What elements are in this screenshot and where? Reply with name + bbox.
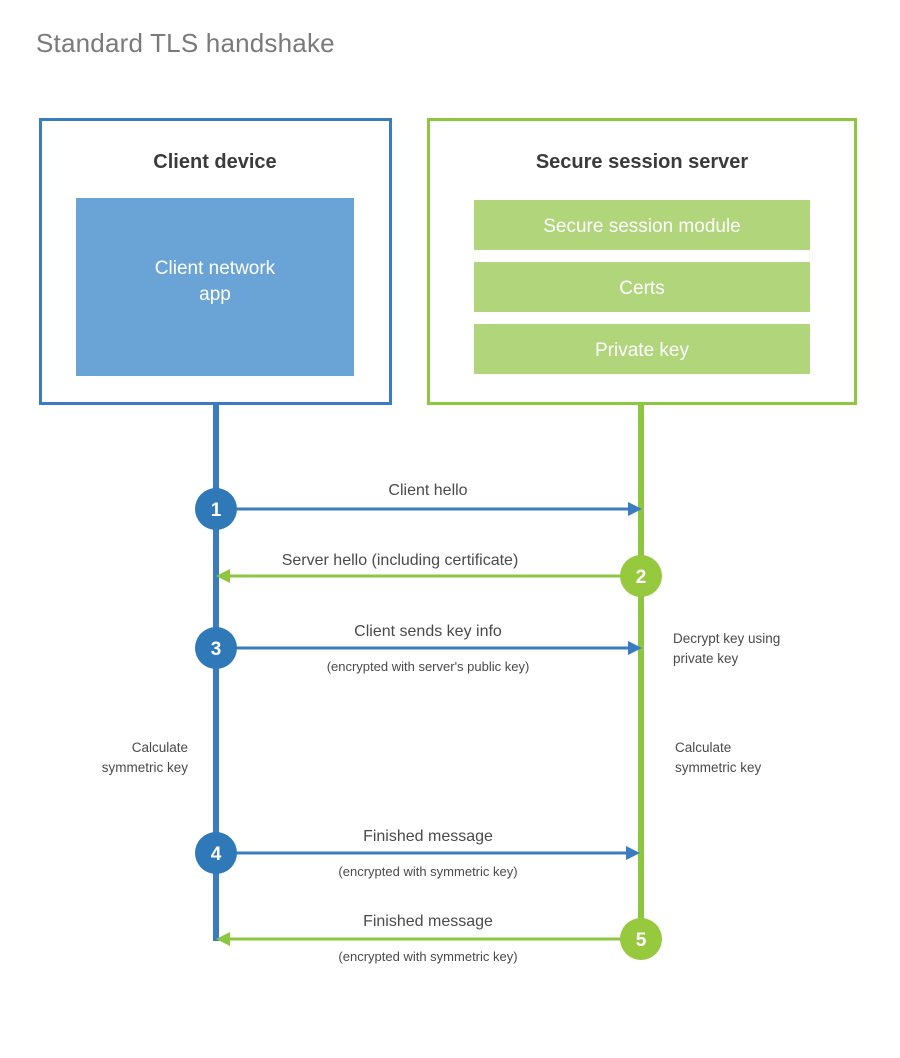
message-3-label: Client sends key info (354, 623, 502, 640)
annotation-client-calc-line1: Calculate (132, 740, 188, 755)
message-4-arrowhead (626, 846, 640, 860)
message-5-label: Finished message (363, 913, 493, 930)
secure-session-module-label: Secure session module (543, 216, 741, 237)
step-badge-5 (620, 918, 662, 960)
step-badge-2 (620, 555, 662, 597)
server-lifeline (638, 403, 644, 941)
step-badge-2-number: 2 (636, 567, 647, 588)
message-5-sublabel: (encrypted with symmetric key) (338, 949, 517, 964)
annotation-server-calc-line2: symmetric key (675, 760, 762, 775)
step-badge-1-number: 1 (211, 500, 222, 521)
step-badge-4 (195, 832, 237, 874)
annotation-server-calc-line1: Calculate (675, 740, 731, 755)
secure-session-server-node: Secure session server Secure session mod… (427, 118, 857, 405)
private-key-label: Private key (595, 340, 689, 361)
message-2-arrowhead (216, 569, 230, 583)
page-title: Standard TLS handshake (36, 28, 335, 58)
message-1-label: Client hello (388, 482, 467, 499)
step-badge-1 (195, 488, 237, 530)
client-lifeline (213, 403, 219, 941)
annotation-client-calc-line2: symmetric key (102, 760, 189, 775)
message-3-arrowhead (628, 641, 642, 655)
client-device-node: Client device Client network app (39, 118, 392, 405)
message-2-label: Server hello (including certificate) (282, 552, 519, 569)
message-3: Client sends key info 3 (encrypted with … (195, 623, 642, 674)
step-badge-3 (195, 627, 237, 669)
step-badge-3-number: 3 (211, 639, 222, 660)
message-3-sublabel: (encrypted with server's public key) (327, 659, 530, 674)
client-network-app-box (76, 198, 354, 376)
message-2: Server hello (including certificate) 2 (216, 552, 662, 597)
annotation-decrypt-key: Decrypt key using private key (673, 631, 780, 666)
annotation-client-calculate-symmetric-key: Calculate symmetric key (102, 740, 189, 775)
message-1-arrowhead (628, 502, 642, 516)
step-badge-5-number: 5 (636, 930, 647, 951)
message-4-label: Finished message (363, 828, 493, 845)
client-network-app-label-line2: app (199, 284, 231, 305)
annotation-decrypt-key-line2: private key (673, 651, 739, 666)
client-device-heading: Client device (153, 151, 276, 173)
message-4: Finished message 4 (encrypted with symme… (195, 828, 640, 879)
step-badge-4-number: 4 (211, 844, 222, 865)
secure-session-server-heading: Secure session server (536, 151, 749, 173)
secure-session-module-box (474, 200, 810, 250)
message-5: Finished message 5 (encrypted with symme… (216, 913, 662, 964)
annotation-server-calculate-symmetric-key: Calculate symmetric key (675, 740, 762, 775)
message-1: Client hello 1 (195, 482, 642, 530)
certs-box (474, 262, 810, 312)
private-key-box (474, 324, 810, 374)
annotation-decrypt-key-line1: Decrypt key using (673, 631, 780, 646)
certs-label: Certs (619, 278, 664, 299)
message-5-arrowhead (216, 932, 230, 946)
message-4-sublabel: (encrypted with symmetric key) (338, 864, 517, 879)
client-network-app-label-line1: Client network (155, 258, 276, 279)
